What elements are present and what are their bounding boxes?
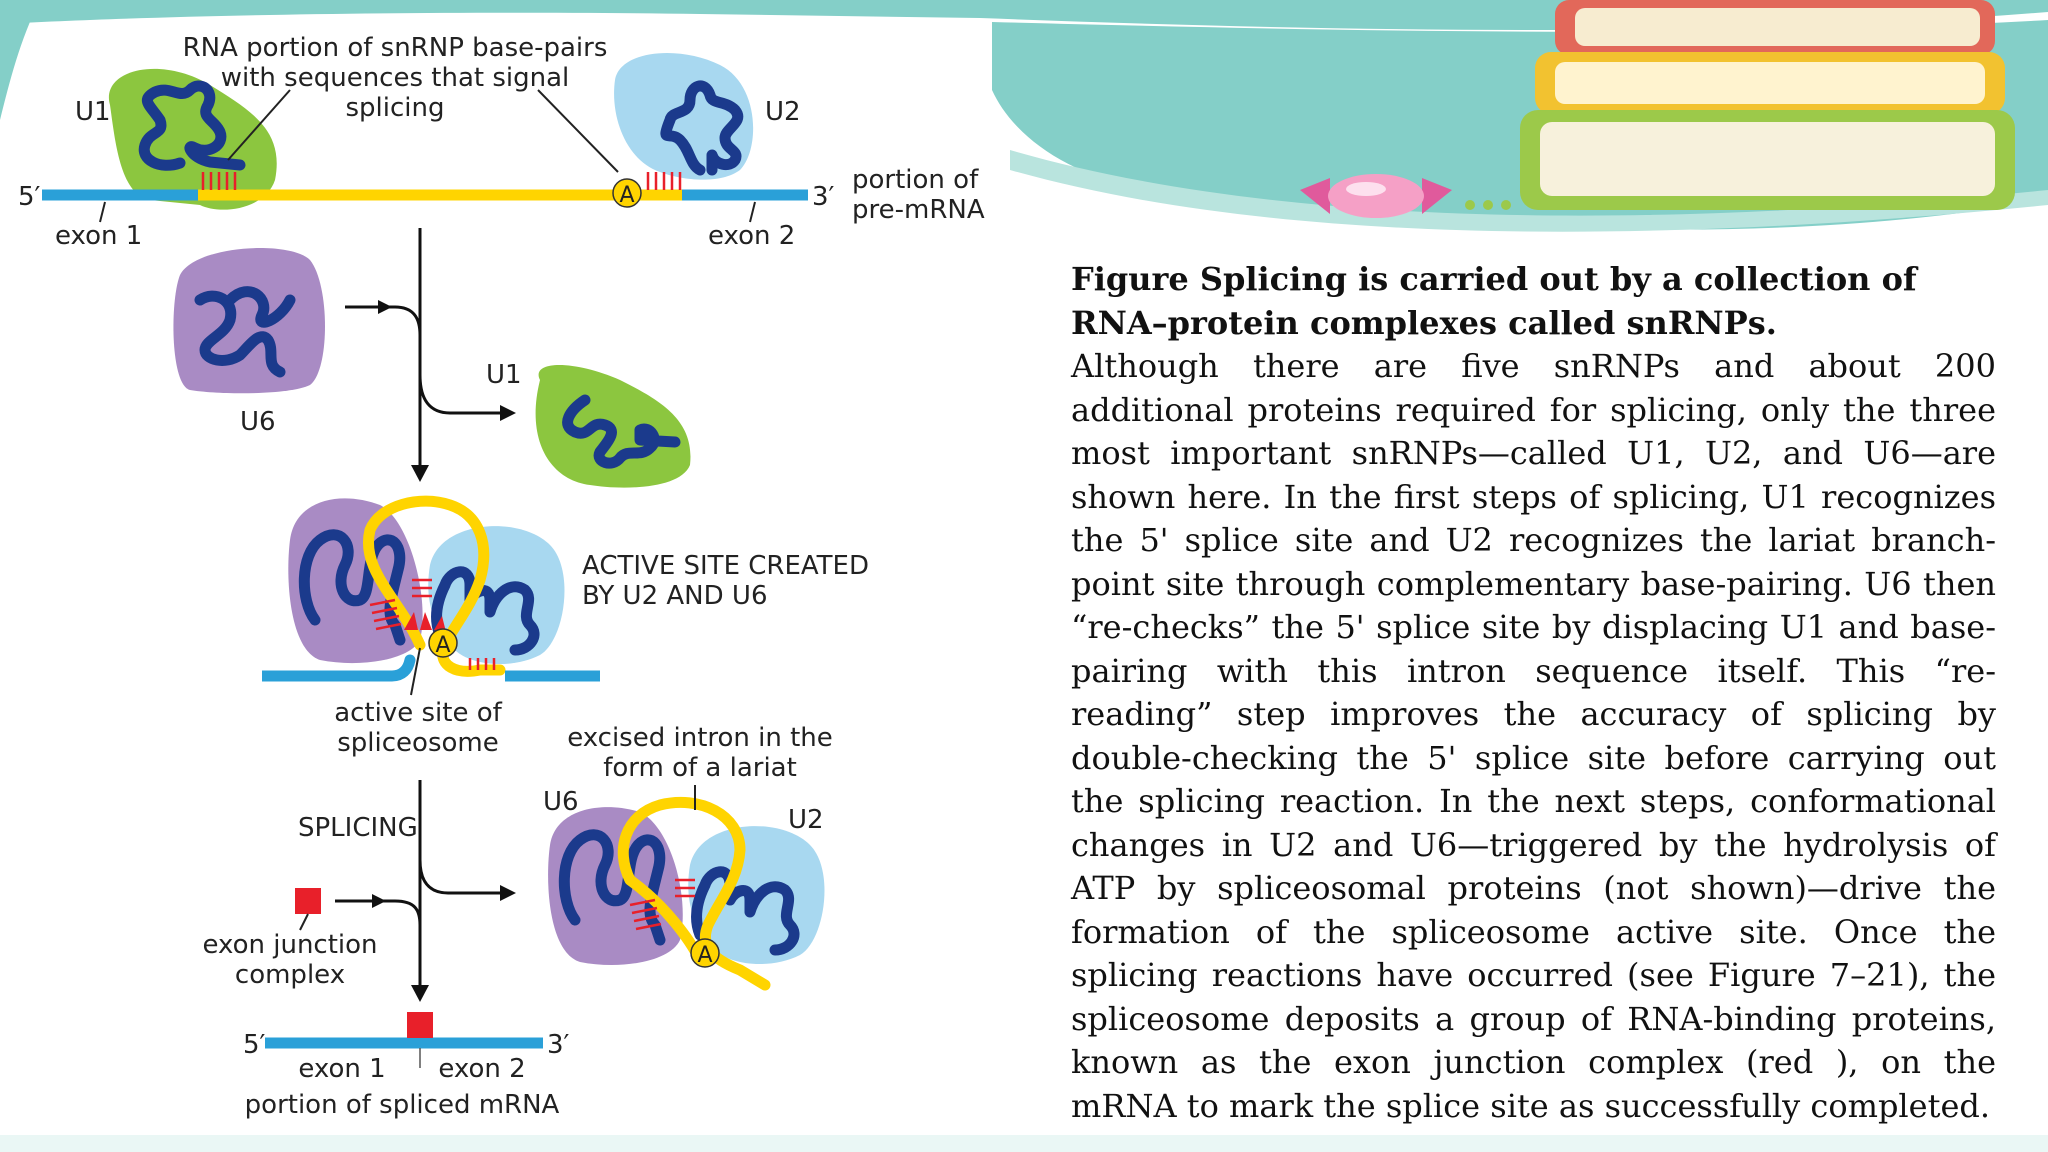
- u1-label-exchange: U1: [486, 360, 522, 390]
- active-site-panel: A ACTIVE SITE CREATED BY U2 AND U6 activ…: [262, 495, 869, 758]
- five-prime-top: 5′: [18, 182, 41, 212]
- ejc-entry-curve: [335, 899, 422, 926]
- candy-icon: [1300, 174, 1511, 218]
- ejc-entry-head: [372, 894, 386, 908]
- active-site-pointer: [410, 647, 421, 696]
- exchange-panel: U6 U1: [173, 228, 691, 488]
- swoosh-highlight: [1010, 150, 2048, 232]
- callout-line-u2: [537, 89, 619, 173]
- branch-point-a-active: [428, 628, 458, 658]
- spliced-mrna-label: portion of spliced mRNA: [245, 1090, 560, 1120]
- u2-snrna-active: [431, 566, 540, 656]
- splicing-diagram: A RNA portion of snRNP base-pairs with s…: [18, 33, 985, 1120]
- u2-label-top: U2: [765, 97, 801, 127]
- ejc-on-mrna: [407, 1012, 433, 1038]
- branch-point-a-top: [612, 178, 642, 208]
- exon1-label-top: exon 1: [55, 221, 142, 251]
- u6-snrnp: [173, 248, 325, 394]
- ejc-label-line2: complex: [235, 960, 345, 990]
- pre-mrna-label-line1: portion of: [852, 165, 979, 195]
- caption-title: Figure Splicing is carried out by a coll…: [1071, 260, 1917, 342]
- ejc-pointer: [299, 913, 309, 931]
- main-arrow-1-head: [411, 465, 429, 482]
- books-stack-icon: [1520, 0, 2015, 210]
- u6-snrna: [194, 286, 296, 378]
- top-teal-band: [0, 0, 2048, 31]
- caption-body: Although there are five snRNPs and about…: [1071, 347, 1996, 1125]
- top-panel: A RNA portion of snRNP base-pairs with s…: [18, 33, 985, 251]
- figure-caption: Figure Splicing is carried out by a coll…: [1071, 258, 1996, 1128]
- splicing-label: SPLICING: [298, 813, 418, 843]
- right-white-bg: [1060, 245, 2020, 1125]
- three-prime-bottom: 3′: [547, 1030, 570, 1060]
- intron-lariat-excised: [617, 796, 771, 991]
- ejc-square: [295, 888, 321, 914]
- u6-snrna-active: [298, 529, 406, 646]
- u1-snrna-top: [138, 80, 246, 171]
- left-teal-corner: [0, 0, 40, 120]
- u6-label-exchange: U6: [240, 407, 276, 437]
- u1-snrna-released: [562, 394, 681, 469]
- pre-mrna-label-line2: pre-mRNA: [852, 195, 985, 225]
- callout-line-u1: [227, 89, 291, 161]
- u6-entry-head: [378, 300, 392, 314]
- callout-text-line3: splicing: [346, 93, 445, 123]
- ejc-label-line1: exon junction: [202, 930, 377, 960]
- u2-snrna-excised: [691, 866, 800, 956]
- active-site-created-line2: BY U2 AND U6: [582, 581, 768, 611]
- active-basepairs: [369, 578, 496, 670]
- u2-basepairs: [646, 172, 682, 190]
- products-panel: A excised intron in the form of a lariat…: [202, 723, 832, 1120]
- branch-point-a-excised: [690, 938, 720, 968]
- exon2-label-bottom: exon 2: [438, 1054, 525, 1084]
- branch-point-a-active-label: A: [435, 633, 450, 658]
- exon2-tick: [749, 201, 756, 223]
- excised-intron-line1: excised intron in the: [567, 723, 833, 753]
- u1-exit-head: [500, 405, 516, 421]
- u1-label-top: U1: [75, 97, 111, 127]
- lariat-exit-head: [500, 885, 516, 901]
- u6-snrna-excised: [558, 829, 666, 946]
- five-prime-bottom: 5′: [243, 1030, 266, 1060]
- branch-point-a-top-label: A: [619, 183, 634, 208]
- active-site-spark-icon: [404, 612, 446, 632]
- lariat-exit-curve: [418, 859, 500, 895]
- u1-basepairs: [201, 172, 237, 190]
- exon2-label-top: exon 2: [708, 221, 795, 251]
- u2-snrna-top: [660, 80, 744, 176]
- callout-text-line2: with sequences that signal: [221, 63, 570, 93]
- branch-point-a-excised-label: A: [697, 943, 712, 968]
- bottom-strip: [0, 1135, 2048, 1152]
- u1-exit-curve: [418, 374, 500, 415]
- main-arrow-2-head: [411, 985, 429, 1002]
- active-site-created-line1: ACTIVE SITE CREATED: [582, 551, 869, 581]
- three-prime-top: 3′: [812, 182, 835, 212]
- exon1-active-curve: [386, 654, 416, 682]
- u6-label-excised: U6: [543, 787, 579, 817]
- active-site-label-line1: active site of: [334, 698, 502, 728]
- excised-intron-line2: form of a lariat: [603, 753, 797, 783]
- callout-text-line1: RNA portion of snRNP base-pairs: [183, 33, 608, 63]
- excised-basepairs: [629, 878, 695, 931]
- u6-entry-curve: [345, 305, 422, 336]
- exon1-label-bottom: exon 1: [298, 1054, 385, 1084]
- exon1-tick: [99, 201, 106, 223]
- u2-label-excised: U2: [788, 805, 824, 835]
- active-site-label-line2: spliceosome: [337, 728, 498, 758]
